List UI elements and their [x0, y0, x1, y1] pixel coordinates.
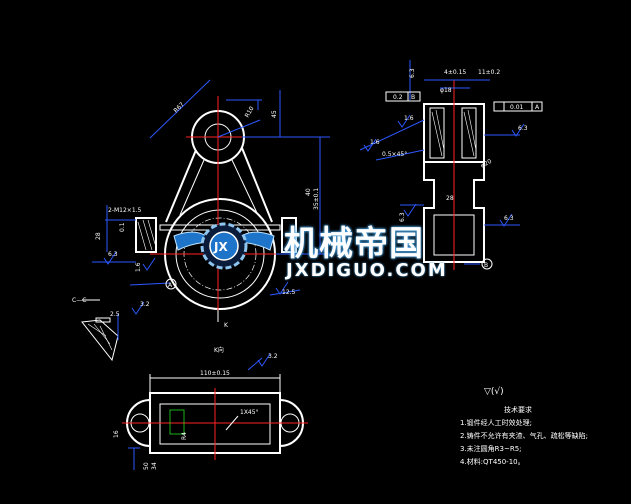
dim-35: 35±0.1 — [313, 188, 320, 210]
tech-requirements: 技术要求 1.锻件经人工时效处理; 2.铸件不允许有夹渣、气孔、疏松等缺陷; 3… — [460, 404, 630, 469]
svg-text:1.6: 1.6 — [404, 115, 414, 122]
left-arm — [165, 149, 197, 223]
dim-thread: 2-M12×1.5 — [108, 207, 142, 214]
k-view: 110±0.15 K向 1X45° 3.2 16 R4 50 34 — [113, 346, 308, 470]
section-cc: C—C 2.5 3.2 — [72, 297, 150, 362]
svg-text:6.3: 6.3 — [504, 215, 514, 222]
svg-text:12.5: 12.5 — [282, 289, 296, 296]
dim-r10: R10 — [244, 105, 256, 119]
svg-text:0.2: 0.2 — [393, 94, 403, 101]
dim-flat: 16 — [113, 430, 120, 438]
datum-a: A — [168, 282, 173, 289]
svg-text:6.3: 6.3 — [399, 212, 406, 222]
tech-requirement-3: 3.未注圆角R3~R5; — [460, 445, 522, 453]
dim-tab: 0.1 — [119, 222, 126, 232]
gear-wing-logo-icon: JX — [173, 222, 275, 270]
dim-r67-leader — [149, 79, 211, 139]
left-clamp — [135, 217, 157, 253]
tech-requirement-1: 1.锻件经人工时效处理; — [460, 419, 533, 427]
k-arrow-label: K — [224, 322, 229, 329]
dim-side-28: 28 — [446, 195, 454, 202]
watermark: JX 机械帝国 JXDIGUO.COM — [164, 202, 464, 292]
dim-34: 34 — [151, 462, 158, 470]
dim-top-a: 4±0.15 — [444, 69, 466, 76]
tech-requirement-4: 4.材料:QT450-10。 — [460, 458, 525, 466]
dim-chamfer: 1X45° — [240, 409, 259, 416]
dim-r67: R67 — [172, 101, 185, 114]
roughness-other: ▽(√) — [484, 386, 504, 397]
side-view: 6.3 4±0.15 11±0.2 φ18 0.2 B 0.01 A 1.6 1… — [359, 60, 543, 270]
datum-b: B — [484, 262, 488, 269]
tolerance-frame-a — [493, 101, 543, 112]
dim-45: 45 — [271, 110, 278, 118]
roughness-marks-front: 6.3 1.6 12.5 — [103, 251, 296, 296]
tech-requirement-2: 2.铸件不允许有夹渣、气孔、疏松等缺陷; — [460, 432, 589, 440]
svg-text:6.3: 6.3 — [409, 68, 416, 78]
watermark-url: JXDIGUO.COM — [286, 260, 448, 281]
front-view: R67 R10 45 35±0.1 40 2-M12×1.5 28 0.1 6.… — [92, 79, 330, 329]
svg-text:6.3: 6.3 — [518, 125, 528, 132]
dim-r4: R4 — [181, 432, 188, 440]
svg-text:6.3: 6.3 — [108, 251, 118, 258]
dim-phi18: φ18 — [440, 87, 452, 94]
dim-28: 28 — [95, 232, 102, 240]
dim-phi20: φ20 — [480, 158, 494, 170]
right-arm-inner — [231, 159, 259, 216]
svg-text:1.6: 1.6 — [135, 262, 142, 272]
svg-text:3.2: 3.2 — [140, 301, 150, 308]
dim-chamfer-05: 0.5×45° — [382, 151, 407, 158]
k-view-label: K向 — [214, 346, 224, 354]
right-clamp — [281, 217, 297, 253]
tolerance-frame-b — [385, 91, 421, 102]
dim-top-b: 11±0.2 — [478, 69, 500, 76]
dim-50: 50 — [143, 462, 150, 470]
datum-b-marker — [481, 258, 493, 270]
tech-requirements-title: 技术要求 — [504, 406, 532, 414]
datum-a-marker — [165, 278, 177, 290]
watermark-brand: 机械帝国 — [284, 224, 424, 264]
section-cc-label: C—C — [72, 297, 86, 304]
svg-text:A: A — [535, 104, 540, 111]
svg-text:B: B — [411, 94, 415, 101]
dim-2-5: 2.5 — [110, 311, 120, 318]
svg-text:0.01: 0.01 — [510, 104, 524, 111]
dim-40: 40 — [305, 188, 312, 196]
dim-110: 110±0.15 — [200, 370, 230, 377]
svg-text:JX: JX — [213, 240, 228, 254]
svg-text:1.6: 1.6 — [370, 139, 380, 146]
left-arm-inner — [179, 159, 205, 216]
svg-text:3.2: 3.2 — [268, 353, 278, 360]
right-arm — [241, 147, 273, 223]
